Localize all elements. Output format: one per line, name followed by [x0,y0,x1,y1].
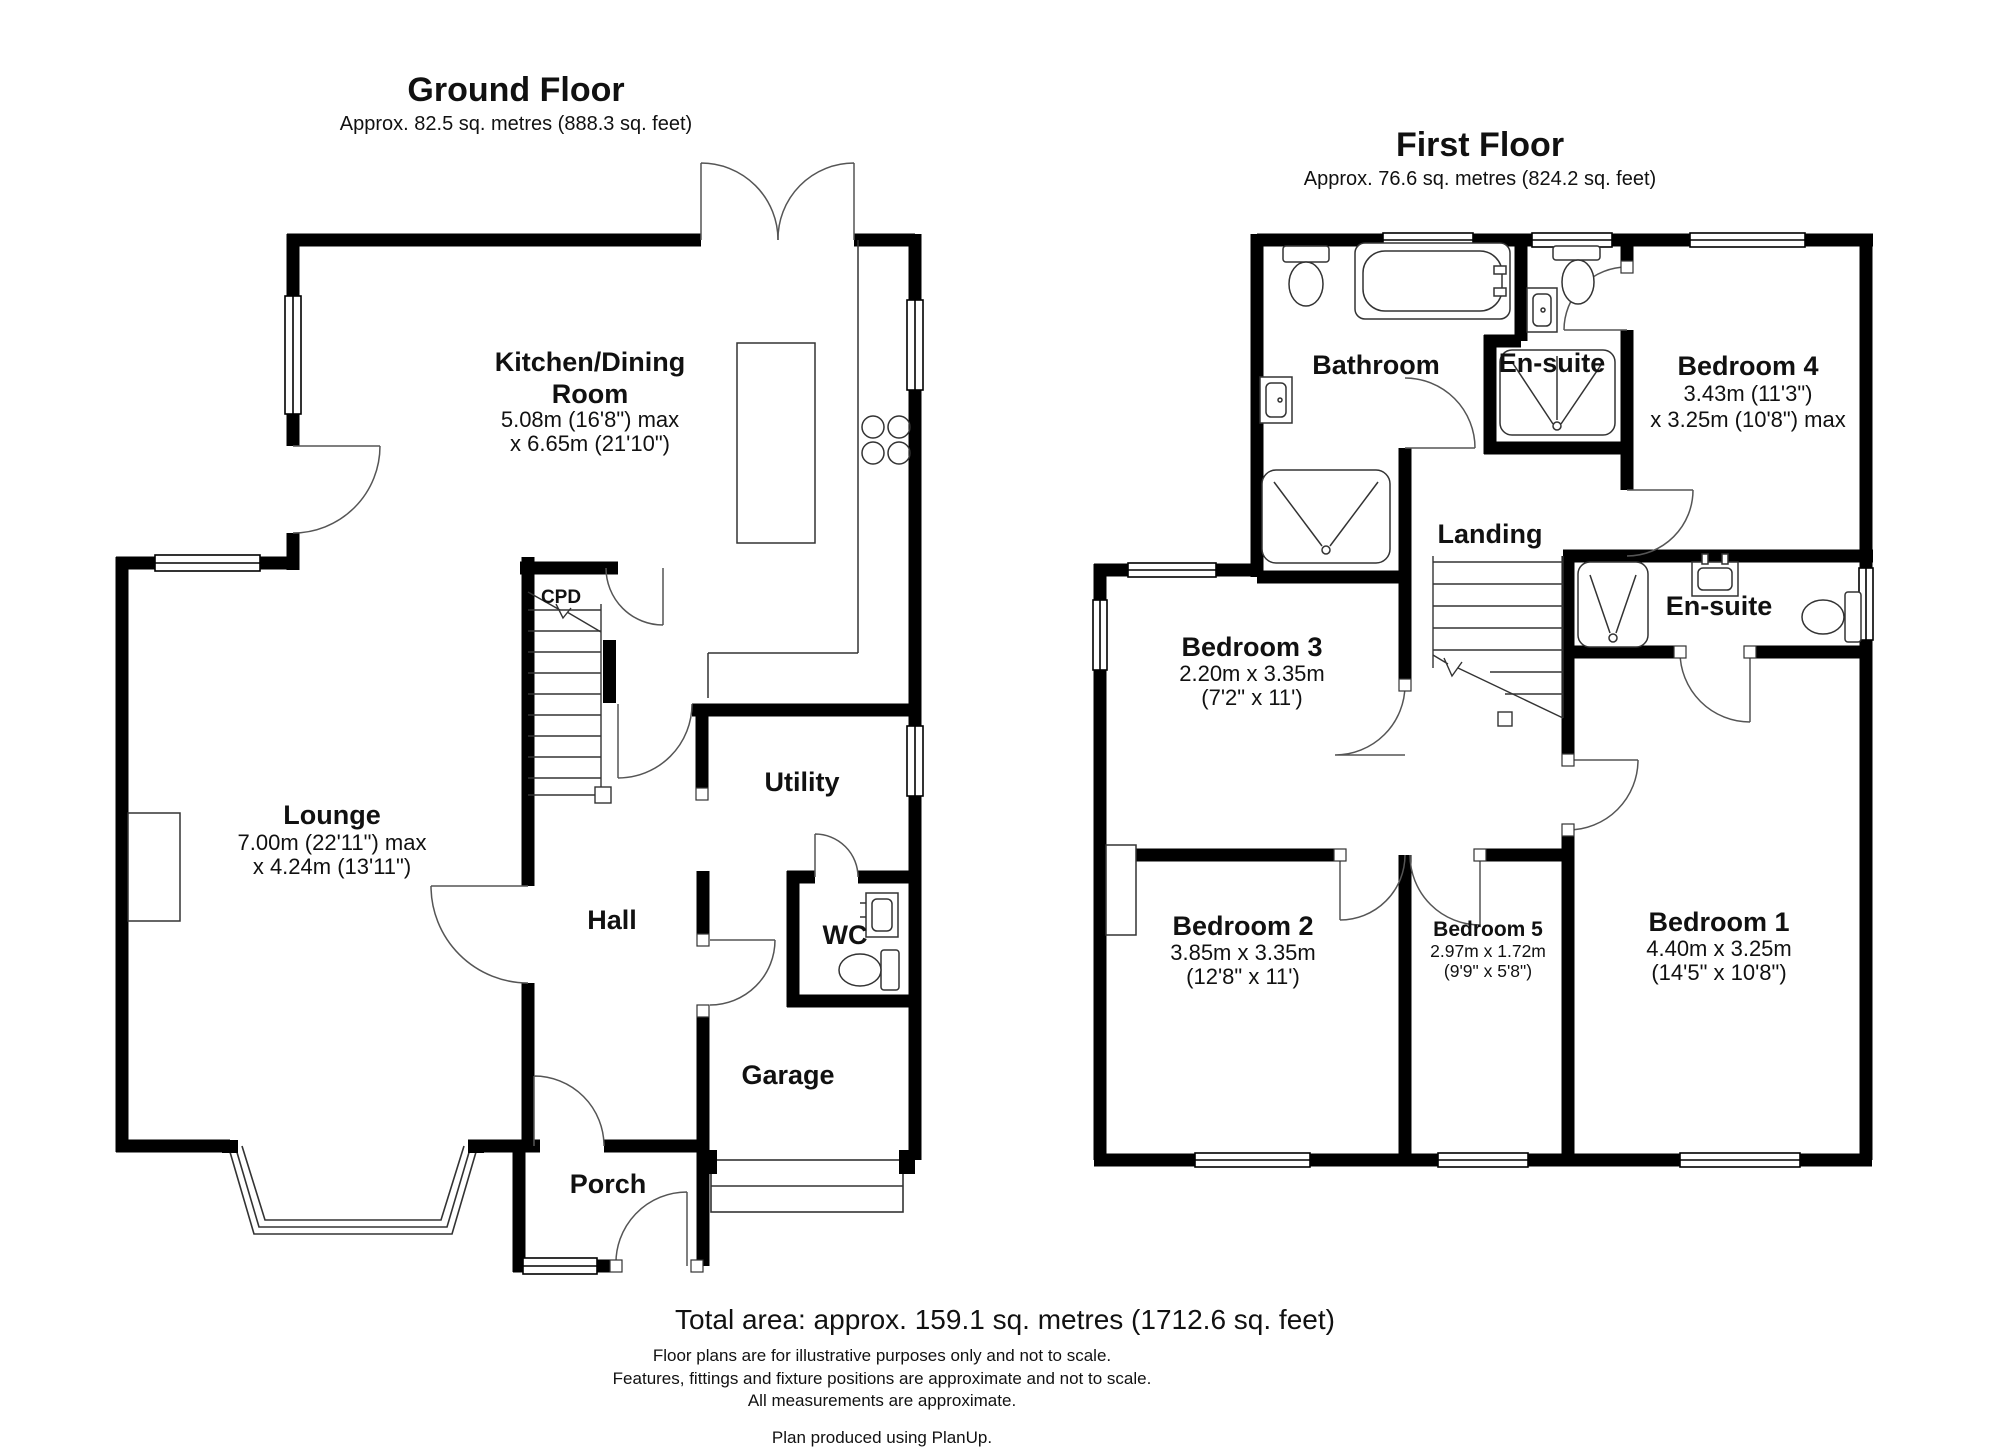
bedroom1-dims-1: 4.40m x 3.25m [1646,936,1792,961]
kitchen-dims-2: x 6.65m (21'10") [510,431,670,456]
shower-icon [1499,349,1616,436]
disclaimer-line-1: Floor plans are for illustrative purpose… [653,1346,1111,1365]
ground-floor-walls [115,233,922,1273]
landing-label: Landing [1438,519,1543,549]
bedroom3-dims-2: (7'2" x 11') [1201,685,1302,710]
toilet-icon [838,949,900,991]
sink-icon [1691,553,1739,597]
stairs-wall-stub [603,640,616,703]
hob-icon [861,415,911,465]
garage-label: Garage [741,1060,834,1090]
footer: Total area: approx. 159.1 sq. metres (17… [613,1304,1335,1447]
bay-post-left [222,1140,238,1153]
cpd-door [605,567,664,626]
porch-hall-door [533,1075,605,1147]
bedroom4-dims-1: 3.43m (11'3") [1684,381,1813,406]
kitchen-hall-door [617,703,693,779]
sink-icon [1259,376,1293,424]
ground-floor-windows [154,295,924,1275]
kitchen-island [736,342,816,544]
bedroom1-door [1567,759,1639,831]
kitchen-label-2: Room [552,379,629,409]
porch-front-door [615,1191,688,1267]
garage-door [701,1150,915,1213]
wc-label: WC [823,920,868,950]
kitchen-side-door [292,445,381,534]
utility-label: Utility [764,767,839,797]
lounge-door [430,885,529,984]
ground-floor-area: Approx. 82.5 sq. metres (888.3 sq. feet) [340,113,692,135]
sink-icon [1526,287,1558,333]
bedroom2-dims-1: 3.85m x 3.35m [1170,940,1316,965]
bay-post-right [468,1140,484,1153]
ensuite-right-door [1679,651,1751,723]
bedroom2-label: Bedroom 2 [1172,911,1313,941]
kitchen-label: Kitchen/Dining [495,347,686,377]
bedroom4-dims-2: x 3.25m (10'8") max [1650,407,1845,432]
ground-floor-title: Ground Floor [407,71,624,109]
lounge-label: Lounge [283,800,380,830]
sink-icon [860,892,899,938]
bedroom2-chimney [1105,844,1137,936]
disclaimer-line-2: Features, fittings and fixture positions… [613,1369,1152,1388]
bedroom5-dims-2: (9'9" x 5'8") [1444,961,1532,981]
ensuite-top-fixtures [1499,245,1616,436]
bedroom2-door [1339,854,1406,921]
kitchen-fixtures [707,240,911,698]
french-doors [700,162,855,241]
bathroom-door [1404,377,1476,449]
first-jamb-caps [1333,260,1757,862]
toilet-icon [1282,245,1330,307]
bedroom1-label: Bedroom 1 [1648,907,1789,937]
ground-floor-doors [292,445,859,1267]
porch-label: Porch [570,1169,647,1199]
toilet-icon [1552,245,1601,305]
lounge-dims-2: x 4.24m (13'11") [253,854,411,879]
shower-icon [1261,469,1391,564]
total-area-text: Total area: approx. 159.1 sq. metres (17… [675,1304,1335,1335]
bedroom3-door [1334,684,1406,756]
bedroom4-door [1626,489,1694,557]
bedroom3-label: Bedroom 3 [1181,632,1322,662]
planup-credit: Plan produced using PlanUp. [772,1428,992,1447]
stairs-break-line [1432,654,1564,719]
ground-floor-stairs [527,591,612,804]
kitchen-dims-1: 5.08m (16'8") max [501,407,679,432]
bedroom5-door [1409,854,1481,926]
first-floor-area: Approx. 76.6 sq. metres (824.2 sq. feet) [1304,168,1656,190]
lounge-dims-1: 7.00m (22'11") max [238,830,427,855]
bedroom4-label: Bedroom 4 [1677,351,1818,381]
chimney-breast [127,812,181,922]
garage-corridor-door [709,939,776,1006]
wc-door [814,833,859,878]
first-floor-stairs [1432,556,1564,727]
bath-icon [1354,242,1511,320]
bay-window [229,1145,477,1235]
wc-fixtures [838,892,900,991]
cpd-label: CPD [541,587,581,608]
toilet-icon [1801,591,1862,643]
bedroom2-dims-2: (12'8" x 11') [1186,964,1300,989]
bathroom-label: Bathroom [1312,350,1440,380]
first-floor-title: First Floor [1396,126,1564,164]
bedroom5-dims-1: 2.97m x 1.72m [1430,941,1546,961]
bedroom1-dims-2: (14'5" x 10'8") [1651,960,1786,985]
ensuite-top-label: En-suite [1499,348,1606,378]
shower-icon [1577,561,1649,648]
bathroom-fixtures [1259,242,1511,564]
ensuite-right-fixtures [1577,553,1862,648]
ensuite-right-label: En-suite [1666,591,1773,621]
first-floor-plan: First Floor Approx. 76.6 sq. metres (824… [1092,126,1874,1168]
ground-floor-plan: Ground Floor Approx. 82.5 sq. metres (88… [115,71,924,1275]
ground-jamb-caps [609,787,710,1273]
bedroom3-dims-1: 2.20m x 3.35m [1179,661,1325,686]
first-floor-doors [1334,266,1751,926]
kitchen-counter-line [707,240,859,698]
first-floor-windows [1092,232,1874,1168]
bedroom5-label: Bedroom 5 [1433,918,1543,941]
understairs-break [527,591,602,633]
disclaimer-line-3: All measurements are approximate. [748,1391,1016,1410]
hall-label: Hall [587,905,637,935]
